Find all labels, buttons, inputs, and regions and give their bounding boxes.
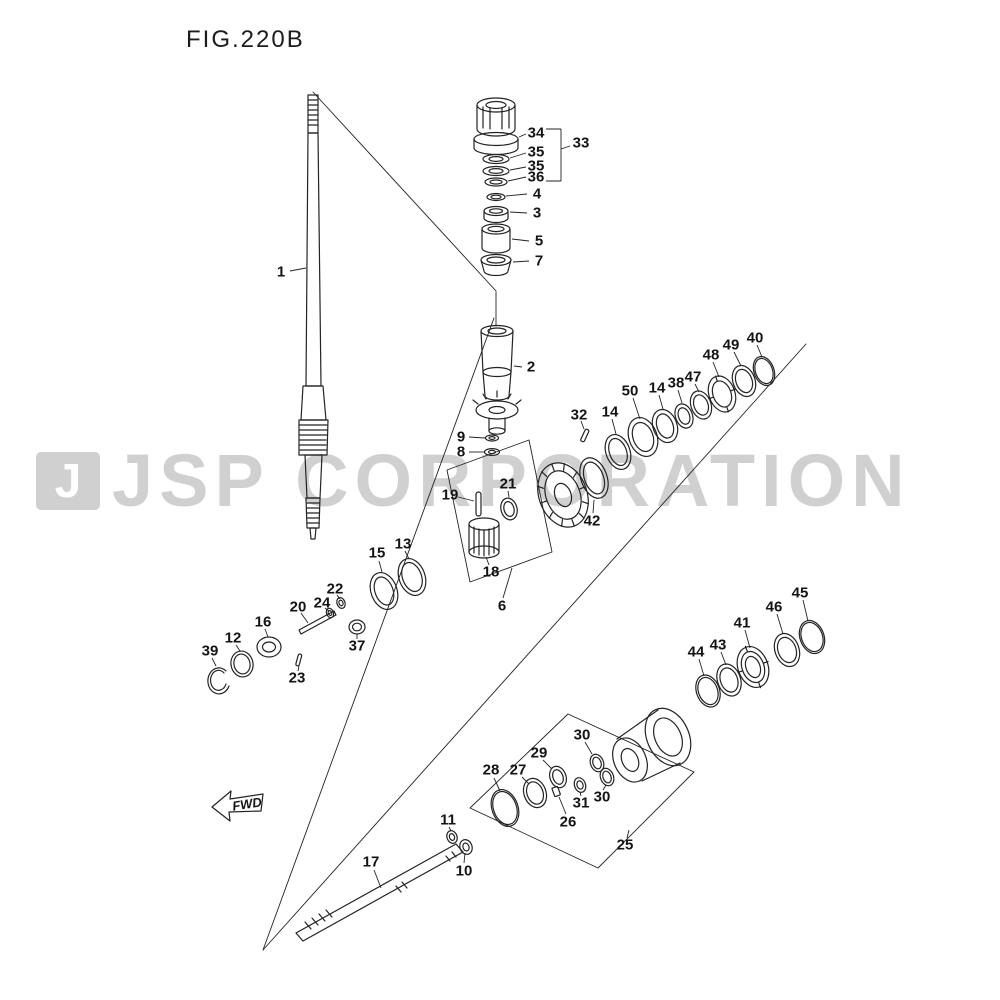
part-label-34: 34 [528,125,545,142]
part-label-31: 31 [573,795,590,812]
part-label-17: 17 [363,854,380,871]
part-label-15: 15 [369,545,386,562]
upper-seal-stack [473,97,519,277]
watermark-logo-icon: J [36,452,100,510]
part-label-22: 22 [327,581,344,598]
part-number-labels: 1234567891011121314141516171819202122232… [202,125,809,880]
part-label-25: 25 [617,837,634,854]
watermark-text: JSP CORPORATION [112,439,911,522]
part-label-21: 21 [500,476,517,493]
part-label-38: 38 [668,375,685,392]
part-label-35: 35 [528,158,545,175]
gear-shims [369,558,427,610]
construction-lines [262,91,807,951]
part-label-39: 39 [202,643,219,660]
part-label-27: 27 [510,762,527,779]
thrust-washer-and-pin [579,428,609,499]
part-label-16: 16 [255,614,272,631]
leader-lines [211,128,809,889]
part-label-29: 29 [531,745,548,762]
part-label-6: 6 [498,598,506,615]
part-label-11: 11 [440,812,456,829]
part-label-46: 46 [766,599,783,616]
part-label-32: 32 [571,407,588,424]
part-label-36: 36 [528,169,545,186]
watermark: J JSP CORPORATION [36,444,911,518]
figure-title: FIG.220B [186,26,305,53]
drive-shaft [298,94,329,540]
part-label-20: 20 [290,599,307,616]
rear-bearing-set [695,619,826,708]
part-label-48: 48 [703,347,720,364]
part-label-24: 24 [314,595,331,612]
propeller-shaft [295,830,473,942]
part-label-9: 9 [457,429,465,446]
part-label-42: 42 [584,513,601,530]
part-label-12: 12 [225,630,242,647]
driveshaft-bushing [480,324,514,401]
part-label-45: 45 [792,585,809,602]
part-label-19: 19 [442,487,459,504]
part-label-30: 30 [594,789,611,806]
upper-bearing-set [604,355,776,471]
part-label-13: 13 [395,536,412,553]
part-label-8: 8 [457,444,465,461]
part-label-10: 10 [456,863,473,880]
part-label-44: 44 [688,644,705,661]
forward-gear [536,462,590,528]
part-label-18: 18 [483,564,500,581]
fwd-arrow: FWD [211,790,264,822]
part-label-5: 5 [535,233,543,250]
part-label-33: 33 [573,135,590,152]
part-label-41: 41 [734,615,751,632]
part-label-40: 40 [747,330,764,347]
part-label-30: 30 [574,727,591,744]
part-label-14: 14 [602,404,619,421]
bearing-carrier-assembly [490,707,692,827]
part-label-14: 14 [649,380,666,397]
part-label-26: 26 [560,814,577,831]
part-label-43: 43 [710,637,727,654]
pinion-gear [472,390,522,457]
part-label-23: 23 [289,670,306,687]
clutch-dog-assembly [468,491,518,559]
part-label-37: 37 [349,638,366,655]
part-label-7: 7 [535,253,543,270]
shift-components [207,597,366,695]
part-label-1: 1 [277,264,285,281]
part-label-49: 49 [723,337,740,354]
fwd-label: FWD [231,794,263,814]
part-label-35: 35 [528,144,545,161]
part-label-4: 4 [533,186,542,203]
part-label-28: 28 [483,762,500,779]
part-label-50: 50 [622,383,639,400]
part-label-2: 2 [527,359,535,376]
part-label-47: 47 [685,369,702,386]
part-label-3: 3 [533,205,541,222]
